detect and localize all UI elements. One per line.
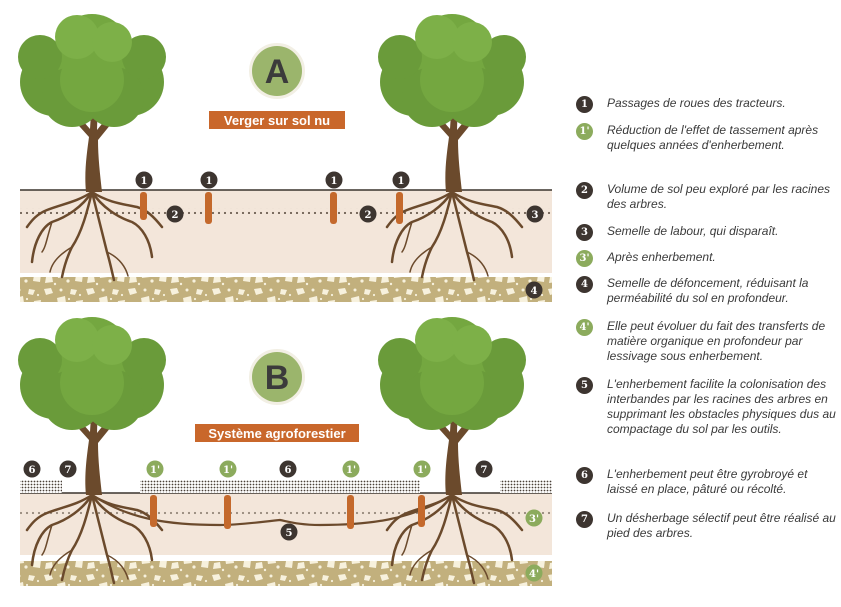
svg-text:7: 7 [481, 465, 488, 476]
svg-text:4': 4' [529, 569, 539, 580]
marker: 1 [135, 171, 153, 189]
marker: 6 [279, 460, 297, 478]
panel-a-title: Verger sur sol nu [224, 113, 330, 128]
svg-text:1': 1' [150, 465, 160, 476]
svg-text:1: 1 [398, 176, 405, 187]
panel-a-letter: A [265, 53, 290, 91]
panel-a: A Verger sur sol nu [18, 14, 552, 302]
svg-text:1: 1 [331, 176, 338, 187]
legend-number: 3 [576, 224, 593, 241]
marker: 4 [525, 281, 543, 299]
legend-number: 5 [576, 377, 593, 394]
marker: 6 [23, 460, 41, 478]
marker: 1' [413, 460, 431, 478]
svg-text:1: 1 [141, 176, 148, 187]
legend-number: 2 [576, 182, 593, 199]
svg-text:3': 3' [529, 514, 539, 525]
tree-icon [378, 317, 526, 495]
marker: 1 [325, 171, 343, 189]
legend-text: Volume de sol peu exploré par les racine… [607, 182, 831, 211]
svg-text:1': 1' [417, 465, 427, 476]
svg-text:1': 1' [346, 465, 356, 476]
legend-number: 1 [576, 96, 593, 113]
svg-text:7: 7 [65, 465, 72, 476]
marker: 1' [146, 460, 164, 478]
legend-text: Semelle de défoncement, réduisant la per… [607, 276, 809, 305]
legend-number: 1' [576, 123, 593, 140]
legend-text: L'enherbement peut être gyrobroyé et lai… [607, 467, 808, 496]
svg-text:1: 1 [206, 176, 213, 187]
legend-number: 4' [576, 319, 593, 336]
legend-text: Un désherbage sélectif peut être réalisé… [607, 511, 836, 540]
marker: 3 [526, 205, 544, 223]
legend-text: Elle peut évoluer du fait des transferts… [607, 319, 826, 363]
marker: 4' [525, 564, 543, 582]
legend-number: 4 [576, 276, 593, 293]
tree-icon [378, 14, 526, 192]
legend-text: L'enherbement facilite la colonisation d… [607, 377, 836, 436]
legend-number: 3' [576, 250, 593, 267]
marker: 2 [359, 205, 377, 223]
svg-text:3: 3 [532, 210, 539, 221]
diagram-markers: 1 1 1 1 2 2 3 4 6 7 1' 1' 6 1' 1' 7 5 3'… [23, 171, 544, 582]
svg-text:2: 2 [365, 210, 372, 221]
svg-text:1': 1' [223, 465, 233, 476]
legend-number: 7 [576, 511, 593, 528]
tree-icon [18, 14, 166, 192]
marker: 1 [200, 171, 218, 189]
svg-text:4: 4 [531, 286, 538, 297]
marker: 1' [219, 460, 237, 478]
legend-text: Réduction de l'effet de tassement après … [607, 123, 819, 152]
marker: 7 [59, 460, 77, 478]
marker: 7 [475, 460, 493, 478]
marker: 3' [525, 509, 543, 527]
legend-number: 6 [576, 467, 593, 484]
marker: 2 [166, 205, 184, 223]
legend-text: Semelle de labour, qui disparaît. [607, 224, 779, 238]
marker: 1' [342, 460, 360, 478]
legend-text: Passages de roues des tracteurs. [607, 96, 786, 110]
svg-text:6: 6 [29, 465, 36, 476]
svg-text:6: 6 [285, 465, 292, 476]
marker: 5 [280, 523, 298, 541]
legend-text: Après enherbement. [607, 250, 716, 264]
panel-b-letter: B [265, 359, 290, 397]
panel-b-title: Système agroforestier [208, 426, 345, 441]
svg-text:5: 5 [286, 528, 293, 539]
panel-b: B Système agroforestier [18, 317, 552, 586]
marker: 1 [392, 171, 410, 189]
svg-text:2: 2 [172, 210, 179, 221]
